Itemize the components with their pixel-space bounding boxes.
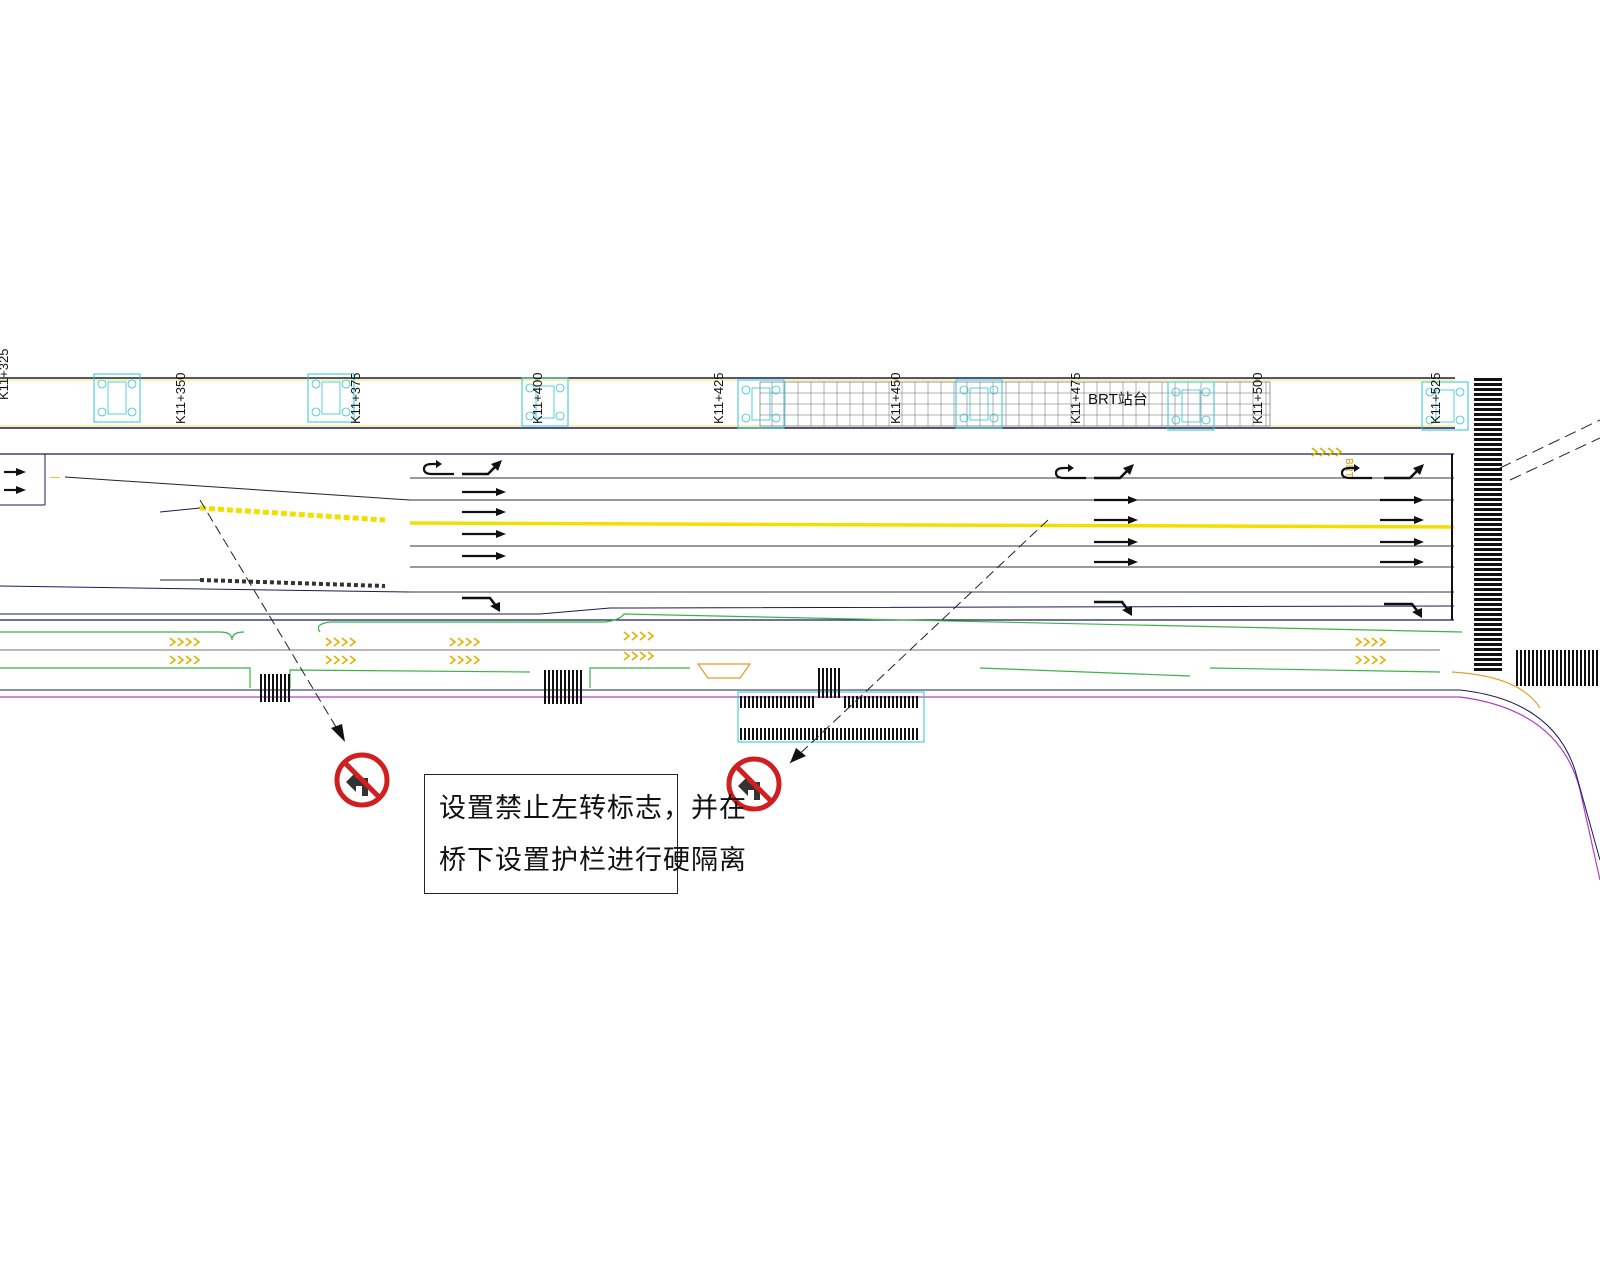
straight-arrow	[462, 508, 506, 516]
pier-cap	[93, 373, 141, 423]
straight-arrow	[1094, 558, 1138, 566]
zebra-crossing	[844, 696, 918, 708]
pier-cap	[307, 373, 355, 423]
chevron-marking	[169, 637, 201, 647]
u-turn-arrow	[1054, 464, 1086, 480]
chevron-marking	[1355, 637, 1387, 647]
no-left-turn-sign	[726, 756, 782, 812]
lane-arrows	[4, 460, 1424, 618]
u-turn-arrow	[1340, 464, 1372, 480]
chevron-marking	[1355, 655, 1387, 665]
zebra-crossing	[740, 696, 814, 708]
station-label: K11+450	[888, 373, 903, 424]
pier-cap	[737, 379, 785, 429]
straight-arrow	[462, 552, 506, 560]
station-label: K11+375	[348, 373, 363, 424]
bridge-strip	[0, 377, 1455, 429]
station-label: K11+500	[1250, 373, 1265, 424]
chevron-marking	[449, 655, 481, 665]
left-turn-arrow	[462, 460, 502, 476]
zebra-crossing	[1516, 650, 1598, 686]
station-label: K11+400	[530, 373, 545, 424]
straight-arrow	[1094, 538, 1138, 546]
straight-arrow	[4, 468, 26, 476]
station-label: K11+475	[1068, 373, 1083, 424]
annotation-note: 设置禁止左转标志，并在 桥下设置护栏进行硬隔离	[424, 774, 747, 894]
straight-arrow	[1380, 516, 1424, 524]
brt-station-label: BRT站台	[1088, 391, 1148, 408]
pier-caps	[93, 373, 1469, 431]
side-lane-label: —	[50, 472, 60, 483]
chevron-marking	[325, 637, 357, 647]
station-labels: K11+325 K11+350 K11+375 K11+400 K11+425 …	[0, 349, 1443, 478]
station-label: K11+350	[173, 373, 188, 424]
zebra-crossing	[1474, 378, 1502, 671]
straight-arrow	[462, 488, 506, 496]
left-turn-arrow	[1094, 464, 1134, 480]
zebra-crossing	[260, 674, 290, 702]
chevron-marking	[325, 655, 357, 665]
zebra-crossings	[260, 378, 1598, 740]
carriageway: —	[0, 453, 1455, 621]
station-label: K11+525	[1428, 373, 1443, 424]
side-road-chevrons	[169, 447, 1387, 665]
chevron-marking	[1311, 447, 1343, 457]
straight-arrow	[1380, 558, 1424, 566]
right-turn-arrow	[1384, 602, 1422, 618]
straight-arrow	[1380, 538, 1424, 546]
station-label: K11+425	[711, 373, 726, 424]
right-turn-arrow	[462, 596, 500, 612]
straight-arrow	[462, 530, 506, 538]
side-road	[0, 613, 1600, 881]
brt-paving-pattern	[760, 392, 1270, 416]
leader-lines	[199, 419, 1600, 764]
station-label: K11+325	[0, 349, 11, 400]
straight-arrow	[1094, 496, 1138, 504]
pier-cap	[521, 377, 569, 427]
straight-arrow	[1094, 516, 1138, 524]
no-left-turn-sign	[334, 752, 390, 808]
straight-arrow	[4, 486, 26, 494]
chevron-marking	[623, 631, 655, 641]
right-turn-arrow	[1094, 600, 1132, 616]
left-turn-arrow	[1384, 464, 1424, 480]
zebra-crossing	[740, 728, 918, 740]
u-turn-arrow	[422, 460, 454, 476]
zebra-crossing	[544, 670, 582, 704]
pier-cap	[1421, 381, 1469, 431]
annotation-line-2: 桥下设置护栏进行硬隔离	[439, 845, 747, 876]
chevron-marking	[169, 655, 201, 665]
pier-cap	[1167, 381, 1215, 431]
pier-cap	[955, 379, 1003, 429]
annotation-line-1: 设置禁止左转标志，并在	[439, 793, 747, 824]
zebra-crossing	[818, 668, 840, 698]
straight-arrow	[1380, 496, 1424, 504]
chevron-marking	[623, 651, 655, 661]
chevron-marking	[449, 637, 481, 647]
